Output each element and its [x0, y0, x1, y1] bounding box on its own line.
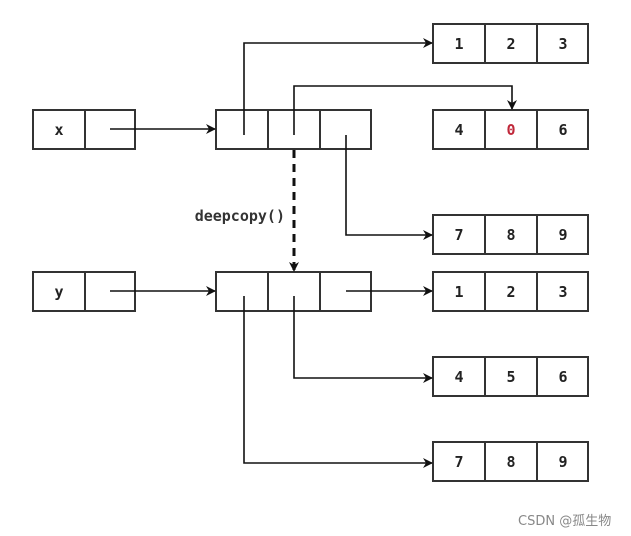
arrow-y0 — [243, 296, 433, 468]
cell: 6 — [558, 121, 567, 139]
cell: 4 — [454, 368, 463, 386]
cell: 4 — [454, 121, 463, 139]
cell: 9 — [558, 453, 567, 471]
cell: 1 — [454, 283, 463, 301]
cell: 9 — [558, 226, 567, 244]
cell: 7 — [454, 453, 463, 471]
variable-x-label: x — [54, 121, 63, 139]
arrow-x0 — [243, 38, 433, 135]
cell: 3 — [558, 35, 567, 53]
arrows — [110, 38, 517, 468]
cell: 7 — [454, 226, 463, 244]
arrow-y1 — [293, 296, 433, 383]
cell: 1 — [454, 35, 463, 53]
arrow-x2 — [345, 135, 433, 240]
inner-lists-x — [432, 23, 589, 255]
watermark: CSDN @孤生物 — [518, 514, 612, 529]
cell: 8 — [506, 453, 515, 471]
arrow-x1 — [293, 85, 517, 135]
cell: 8 — [506, 226, 515, 244]
deepcopy-label: deepcopy() — [195, 207, 285, 225]
cell: 5 — [506, 368, 515, 386]
cell-modified: 0 — [506, 121, 515, 139]
cell: 3 — [558, 283, 567, 301]
cell: 2 — [506, 35, 515, 53]
cell: 2 — [506, 283, 515, 301]
variable-y-label: y — [54, 283, 63, 301]
cell: 6 — [558, 368, 567, 386]
inner-lists-y — [432, 271, 589, 482]
